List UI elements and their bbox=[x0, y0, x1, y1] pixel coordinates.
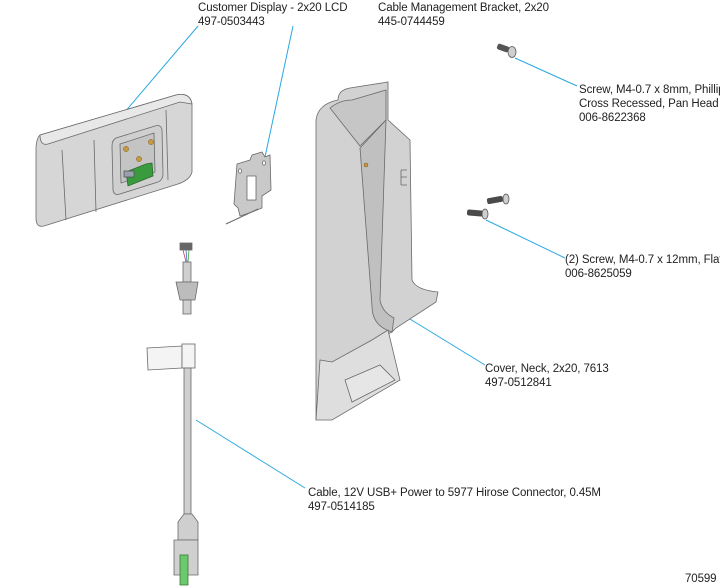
leader-line-screw-pan bbox=[514, 57, 578, 87]
flat-head-screws-illustration bbox=[466, 193, 510, 220]
part-name: Cable Management Bracket, 2x20 bbox=[378, 2, 549, 14]
bracket-illustration bbox=[225, 151, 272, 225]
pan-head-screw-illustration bbox=[496, 43, 517, 58]
callout-screw-flat-head: (2) Screw, M4-0.7 x 12mm, Flat Head 006-… bbox=[565, 253, 720, 281]
cable-illustration bbox=[146, 242, 199, 586]
neck-cover-illustration bbox=[315, 81, 439, 421]
part-number: 497-0514185 bbox=[308, 501, 375, 513]
part-name: Cover, Neck, 2x20, 7613 bbox=[485, 363, 609, 375]
callout-screw-pan-head: Screw, M4-0.7 x 8mm, Phillips, Cross Rec… bbox=[579, 83, 720, 125]
part-number: 006-8625059 bbox=[565, 268, 632, 280]
leader-line-cable bbox=[195, 419, 306, 489]
part-name-line2: Cross Recessed, Pan Head bbox=[579, 98, 719, 110]
callout-customer-display: Customer Display - 2x20 LCD 497-0503443 bbox=[198, 1, 348, 29]
part-name: Customer Display - 2x20 LCD bbox=[198, 2, 348, 14]
part-name: (2) Screw, M4-0.7 x 12mm, Flat Head bbox=[565, 254, 720, 266]
customer-display-illustration bbox=[35, 94, 193, 227]
leader-line-neck-cover bbox=[404, 315, 486, 366]
leader-line-customer-display bbox=[123, 25, 199, 114]
figure-number: 70599 bbox=[685, 573, 717, 585]
part-number: 445-0744459 bbox=[378, 16, 445, 28]
part-name: Cable, 12V USB+ Power to 5977 Hirose Con… bbox=[308, 487, 601, 499]
leader-line-bracket bbox=[264, 25, 294, 158]
callout-cable: Cable, 12V USB+ Power to 5977 Hirose Con… bbox=[308, 486, 601, 514]
part-number: 006-8622368 bbox=[579, 112, 646, 124]
callout-neck-cover: Cover, Neck, 2x20, 7613 497-0512841 bbox=[485, 362, 609, 390]
leader-line-screw-flat bbox=[485, 219, 566, 259]
part-number: 497-0503443 bbox=[198, 16, 265, 28]
callout-bracket: Cable Management Bracket, 2x20 445-07444… bbox=[378, 1, 549, 29]
part-number: 497-0512841 bbox=[485, 377, 552, 389]
part-name-line1: Screw, M4-0.7 x 8mm, Phillips, bbox=[579, 84, 720, 96]
